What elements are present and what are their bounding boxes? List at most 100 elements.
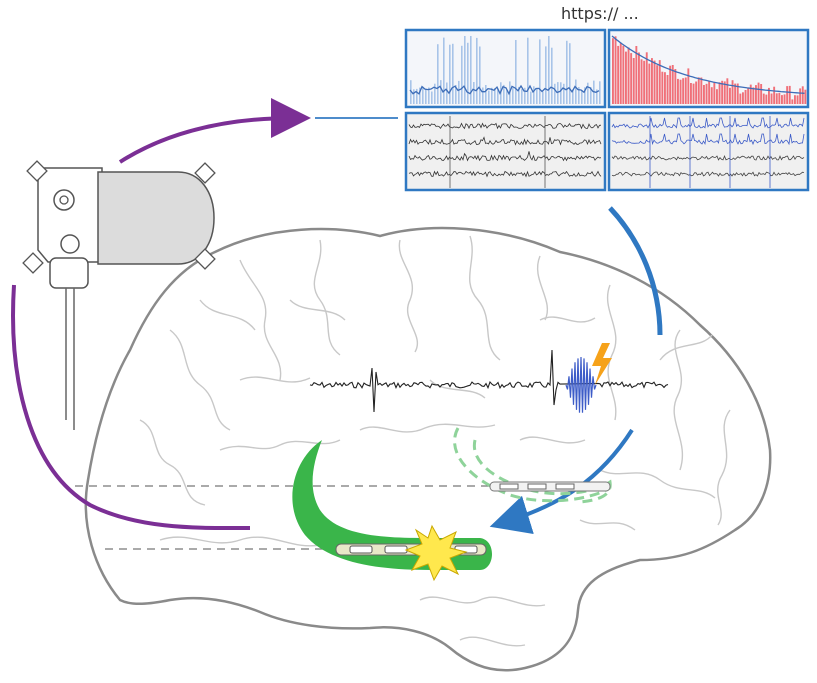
- histogram-panel: [607, 28, 810, 109]
- histogram-bar: [617, 45, 620, 104]
- lfp-bar: [485, 85, 487, 104]
- histogram-bar: [752, 87, 755, 104]
- lfp-panel: [404, 28, 607, 109]
- histogram-bar: [716, 89, 718, 104]
- histogram-bar: [679, 79, 682, 104]
- histogram-bar: [674, 69, 677, 104]
- histogram-bar: [632, 58, 635, 104]
- lfp-bar: [446, 82, 448, 104]
- lfp-bar: [533, 86, 535, 104]
- histogram-bar: [614, 36, 617, 104]
- histogram-bar: [661, 71, 664, 104]
- lfp-bar: [455, 85, 457, 104]
- lfp-bar: [521, 89, 523, 104]
- lfp-bar: [482, 87, 484, 104]
- ecog-channel-trace: [408, 136, 602, 146]
- histogram-bar: [627, 47, 630, 104]
- lfp-bar: [542, 91, 544, 104]
- brain-sulci: [139, 235, 731, 647]
- lfp-bar: [413, 89, 415, 104]
- lfp-bar: [584, 87, 586, 104]
- histogram-bar: [783, 94, 786, 104]
- histogram-bar: [775, 93, 778, 104]
- lfp-bar: [515, 40, 517, 104]
- histogram-bar: [739, 93, 742, 104]
- histogram-bar: [677, 78, 679, 104]
- histogram-bar: [734, 83, 737, 104]
- histogram-bar: [757, 82, 760, 104]
- lfp-bar: [596, 89, 598, 104]
- lfp-bar: [575, 79, 577, 104]
- histogram-bar: [773, 86, 776, 104]
- histogram-bar: [718, 82, 721, 104]
- lfp-bar: [440, 80, 442, 104]
- lfp-bar: [554, 83, 556, 104]
- lfp-bar: [548, 36, 550, 104]
- histogram-bar: [710, 87, 713, 104]
- histogram-bar: [768, 87, 770, 104]
- lfp-bar: [431, 91, 433, 104]
- lfp-bar: [464, 36, 466, 104]
- histogram-bar: [697, 77, 700, 104]
- lfp-bar: [425, 88, 427, 104]
- data-arrow-down: [608, 206, 663, 336]
- histogram-bar: [723, 81, 726, 104]
- histogram-bar: [781, 95, 783, 104]
- lfp-bar: [566, 40, 568, 104]
- lfp-bar: [518, 86, 520, 104]
- ecog-channel-trace: [408, 122, 602, 130]
- seizure-burst-icon: [404, 524, 468, 582]
- histogram-bar: [671, 65, 674, 104]
- brain-illustration: [84, 226, 772, 672]
- brain-outline: [84, 226, 772, 672]
- lfp-bar: [476, 37, 478, 104]
- histogram-bar: [664, 72, 666, 104]
- raw-ecog-panel: [404, 111, 607, 192]
- lfp-bar: [578, 87, 580, 104]
- lfp-bar: [479, 46, 481, 104]
- lfp-bar: [527, 37, 529, 105]
- histogram-bar: [630, 53, 633, 104]
- url-label: https:// ...: [561, 4, 639, 23]
- histogram-bar: [705, 83, 708, 104]
- histogram-bar: [653, 60, 656, 104]
- stim-ecog-panel: [607, 111, 810, 192]
- histogram-bar: [726, 78, 729, 104]
- stim-channel-trace: [611, 117, 805, 129]
- histogram-bar: [804, 89, 807, 104]
- histogram-bar: [682, 78, 685, 104]
- histogram-bar: [744, 90, 747, 104]
- lfp-bar: [524, 87, 526, 104]
- lfp-bar: [503, 84, 505, 104]
- histogram-bar: [692, 83, 695, 104]
- ecog-channel-trace: [408, 170, 602, 178]
- lfp-bar: [587, 82, 589, 104]
- lfp-bar: [590, 87, 592, 104]
- ghost-hippocampus: [453, 427, 611, 503]
- histogram-bar: [703, 85, 705, 104]
- depth-electrode-upper: [489, 481, 611, 492]
- ecog-channel-trace: [408, 151, 602, 162]
- lfp-bar: [419, 87, 421, 104]
- histogram-bar: [742, 92, 744, 104]
- histogram-bar: [666, 75, 669, 104]
- histogram-bar: [796, 95, 799, 104]
- eeg-trace: [309, 349, 669, 413]
- lfp-bar: [410, 80, 412, 104]
- lfp-bar: [422, 86, 424, 104]
- lfp-bar: [494, 88, 496, 104]
- lfp-bar: [563, 83, 565, 104]
- lfp-bar: [545, 46, 547, 104]
- histogram-bar: [708, 81, 711, 104]
- stimulation-arrow-upper: [118, 98, 311, 164]
- histogram-bar: [788, 85, 791, 104]
- stim-channel-trace: [611, 171, 805, 177]
- histogram-bar: [749, 84, 752, 104]
- histogram-bar: [684, 77, 687, 104]
- lfp-bar: [581, 90, 583, 104]
- histogram-bar: [638, 52, 640, 104]
- histogram-bar: [731, 80, 734, 104]
- stimulation-arrow-lower: [11, 284, 251, 531]
- histogram-bar: [713, 82, 716, 104]
